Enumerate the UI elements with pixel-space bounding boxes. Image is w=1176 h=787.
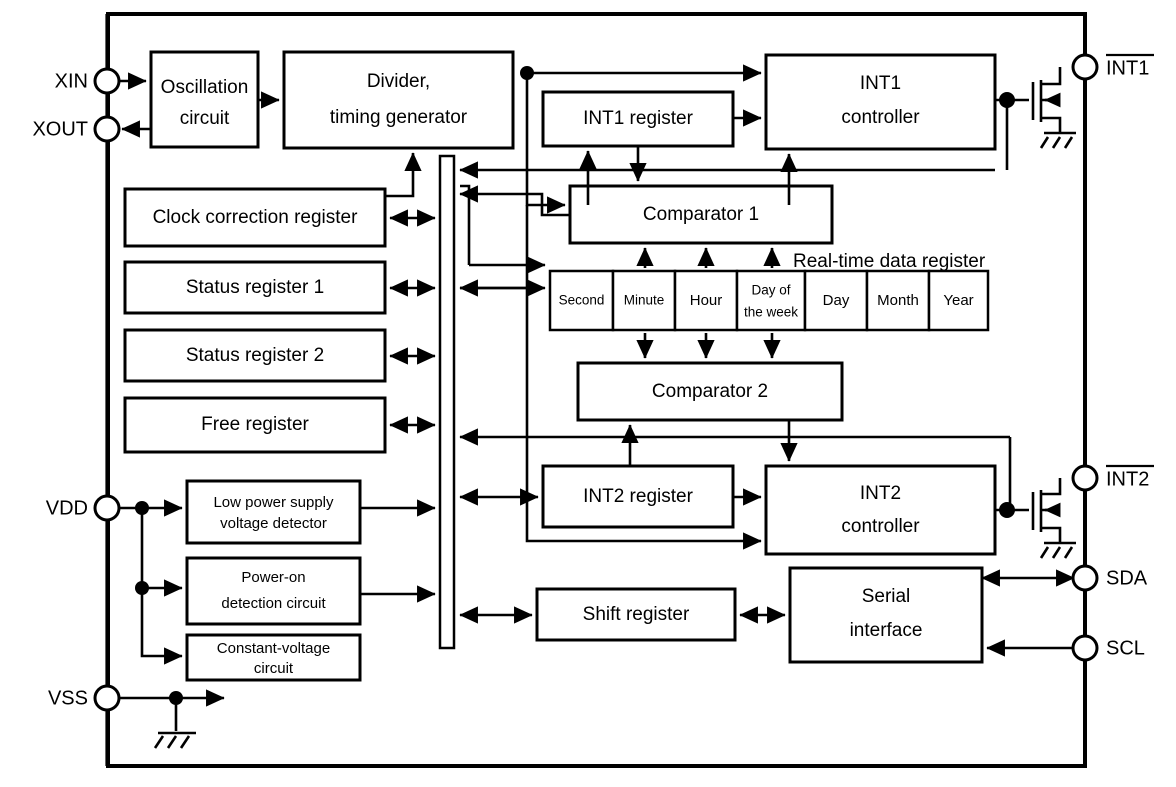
oscillation-circuit-label-1: Oscillation bbox=[161, 77, 249, 98]
ground-symbol-vss bbox=[153, 698, 196, 749]
wire-vdd-to-power-on-detection bbox=[140, 508, 183, 597]
block-int2-controller bbox=[764, 464, 997, 556]
shift-register-label: Shift register bbox=[583, 604, 690, 625]
block-int1-register bbox=[541, 90, 735, 148]
rtc-cell-month bbox=[865, 269, 931, 332]
wire-vdd-to-constant-voltage bbox=[140, 588, 183, 665]
rtc-cell-second bbox=[548, 269, 615, 332]
oscillation-circuit-label-2: circuit bbox=[180, 108, 230, 129]
block-clock-correction-register bbox=[123, 187, 387, 248]
pin-sda-label: SDA bbox=[1106, 567, 1148, 589]
pin-int1-label: INT1 bbox=[1106, 57, 1149, 79]
rtc-cell-hour bbox=[673, 269, 739, 332]
rtc-cell-year-label: Year bbox=[943, 292, 973, 309]
comparator-1-label: Comparator 1 bbox=[643, 204, 759, 225]
block-int1-controller bbox=[764, 53, 997, 151]
serial-interface-label-2: interface bbox=[850, 620, 923, 641]
realtime-data-register-caption: Real-time data register bbox=[793, 251, 986, 272]
pin-scl-label: SCL bbox=[1106, 637, 1145, 659]
internal-bus-bar bbox=[438, 154, 456, 650]
pin-int1-ring[interactable] bbox=[1071, 53, 1099, 81]
rtc-cell-day-of-week-label-1: Day of bbox=[751, 283, 790, 298]
block-status-register-1 bbox=[123, 260, 387, 315]
constant-voltage-label-2: circuit bbox=[254, 660, 294, 677]
pin-xin-label: XIN bbox=[55, 70, 88, 92]
int2-output-transistor bbox=[995, 478, 1076, 559]
block-comparator-2 bbox=[576, 361, 844, 422]
block-free-register bbox=[123, 396, 387, 454]
wire-rtc-upper-riser bbox=[460, 184, 471, 265]
pin-int2-label: INT2 bbox=[1106, 468, 1149, 490]
int2-register-label: INT2 register bbox=[583, 486, 693, 507]
serial-interface-label-1: Serial bbox=[862, 586, 911, 607]
int1-output-transistor bbox=[995, 67, 1076, 149]
block-int2-register bbox=[541, 464, 735, 529]
block-oscillation-circuit bbox=[149, 50, 260, 149]
power-on-detection-label-2: detection circuit bbox=[221, 595, 326, 612]
wire-comparator1-to-bus bbox=[459, 185, 570, 217]
block-shift-register bbox=[535, 587, 737, 642]
block-divider-timing-generator bbox=[282, 50, 515, 150]
rtc-cell-minute bbox=[611, 269, 677, 332]
status-register-2-label: Status register 2 bbox=[186, 345, 324, 366]
int1-controller-label-2: controller bbox=[841, 107, 920, 128]
rtc-cell-minute-label: Minute bbox=[624, 293, 665, 308]
rtc-cell-second-label: Second bbox=[559, 293, 605, 308]
divider-label-1: Divider, bbox=[367, 71, 430, 92]
low-power-detector-label-1: Low power supply bbox=[213, 494, 334, 511]
wire-divider-to-int2-controller bbox=[525, 205, 762, 550]
rtc-cell-day-label: Day bbox=[823, 292, 850, 309]
block-power-on-detection-circuit bbox=[185, 556, 362, 626]
block-constant-voltage-circuit bbox=[185, 633, 362, 682]
int2-controller-label-2: controller bbox=[841, 516, 920, 537]
status-register-1-label: Status register 1 bbox=[186, 277, 324, 298]
comparator-2-label: Comparator 2 bbox=[652, 381, 768, 402]
block-status-register-2 bbox=[123, 328, 387, 383]
pin-xin-ring[interactable] bbox=[93, 67, 121, 95]
rtc-cell-month-label: Month bbox=[877, 292, 919, 309]
low-power-detector-label-2: voltage detector bbox=[220, 515, 327, 532]
int1-register-label: INT1 register bbox=[583, 108, 693, 129]
pin-scl-ring[interactable] bbox=[1071, 634, 1099, 662]
power-on-detection-label-1: Power-on bbox=[241, 569, 305, 586]
rtc-cell-hour-label: Hour bbox=[690, 292, 723, 309]
realtime-data-register: Second Minute Hour Day of the week Day M… bbox=[548, 269, 990, 332]
rtc-cell-day-of-week-label-2: the week bbox=[744, 305, 798, 320]
pin-vss-label: VSS bbox=[48, 687, 88, 709]
pin-xout-label: XOUT bbox=[32, 118, 88, 140]
rtc-cell-year bbox=[927, 269, 990, 332]
pin-int2-ring[interactable] bbox=[1071, 464, 1099, 492]
block-low-power-supply-voltage-detector bbox=[185, 479, 362, 545]
block-serial-interface bbox=[788, 566, 984, 664]
pin-vss-ring[interactable] bbox=[93, 684, 121, 712]
int1-controller-label-1: INT1 bbox=[860, 73, 901, 94]
int2-controller-label-1: INT2 bbox=[860, 483, 901, 504]
clock-correction-register-label: Clock correction register bbox=[153, 207, 359, 228]
divider-label-2: timing generator bbox=[330, 107, 468, 128]
pin-xout-ring[interactable] bbox=[93, 115, 121, 143]
pin-vdd-ring[interactable] bbox=[93, 494, 121, 522]
pin-vdd-label: VDD bbox=[46, 497, 88, 519]
pin-sda-ring[interactable] bbox=[1071, 564, 1099, 592]
free-register-label: Free register bbox=[201, 414, 309, 435]
constant-voltage-label-1: Constant-voltage bbox=[217, 640, 330, 657]
wire-clock-correction-to-divider bbox=[385, 152, 422, 198]
rtc-cell-day-of-week bbox=[735, 269, 807, 332]
